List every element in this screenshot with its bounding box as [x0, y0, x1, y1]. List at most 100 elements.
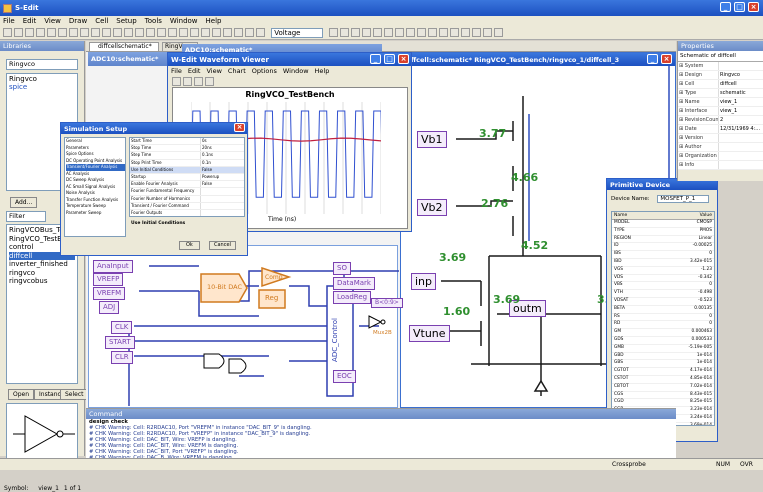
- cell-item[interactable]: ringvco: [9, 268, 35, 277]
- port-start[interactable]: START: [105, 336, 135, 349]
- adc-schematic[interactable]: [89, 246, 399, 409]
- tree-item[interactable]: DC Sweep Analysis: [66, 177, 105, 182]
- sim-tree[interactable]: General Parameters Spice Options DC Oper…: [64, 137, 126, 237]
- sim-property-value[interactable]: 0.1ns: [200, 152, 244, 159]
- label-icon[interactable]: [201, 28, 210, 37]
- tree-item[interactable]: AC Small Signal Analysis: [66, 183, 116, 189]
- cell-item-selected[interactable]: diffcell: [9, 251, 75, 260]
- tree-item[interactable]: Parameters: [66, 144, 89, 150]
- port-clk[interactable]: CLK: [111, 321, 133, 334]
- port-vb1[interactable]: Vb1: [417, 131, 447, 148]
- dropdown-icon[interactable]: [329, 28, 339, 37]
- port-datamark[interactable]: DataMark: [333, 277, 375, 290]
- sim-property-value[interactable]: [200, 188, 244, 195]
- port-loadreg[interactable]: LoadReg: [333, 291, 372, 304]
- wave-menu-edit[interactable]: Edit: [187, 67, 201, 75]
- menu-help[interactable]: Help: [205, 17, 222, 25]
- filter-select[interactable]: Filter: [6, 211, 46, 222]
- sim-property-value[interactable]: [200, 195, 244, 202]
- port-so[interactable]: SO: [333, 262, 351, 275]
- port-outm[interactable]: outm: [509, 300, 546, 317]
- wave-menu-view[interactable]: View: [206, 67, 222, 75]
- minimize-icon[interactable]: _: [647, 54, 658, 64]
- rotate-icon[interactable]: [362, 28, 372, 37]
- tree-item[interactable]: Transfer Function Analysis: [66, 196, 119, 202]
- property-value[interactable]: 2: [718, 116, 763, 124]
- sim-property-value[interactable]: False: [200, 181, 244, 188]
- pointer-icon[interactable]: [135, 28, 144, 37]
- property-value[interactable]: Ringvco: [718, 71, 763, 79]
- voltage-select[interactable]: Voltage: [271, 28, 324, 38]
- cell-item[interactable]: inverter_finished: [9, 260, 68, 268]
- property-value[interactable]: view_1: [718, 98, 763, 106]
- run-icon[interactable]: [223, 28, 232, 37]
- port-vtune[interactable]: Vtune: [409, 325, 450, 342]
- sim-cancel-button[interactable]: Cancel: [209, 241, 236, 250]
- save-icon[interactable]: [25, 28, 34, 37]
- property-row[interactable]: ⊞ Info: [678, 161, 763, 170]
- probe-icon[interactable]: [212, 28, 221, 37]
- menu-cell[interactable]: Cell: [95, 17, 109, 25]
- sim-property-value[interactable]: 0s: [200, 138, 244, 145]
- pop-icon[interactable]: [428, 28, 438, 37]
- stop-icon[interactable]: [234, 28, 243, 37]
- select-button[interactable]: Select: [60, 389, 89, 400]
- cell-list[interactable]: RingVCOBus_TestBench RingVCO_TestBench c…: [6, 224, 92, 384]
- menu-tools[interactable]: Tools: [144, 17, 162, 25]
- tool-icon[interactable]: [205, 77, 214, 86]
- property-value[interactable]: [718, 134, 763, 142]
- property-row[interactable]: ⊞ Author: [678, 143, 763, 152]
- close-icon[interactable]: ×: [748, 2, 759, 12]
- minimize-icon[interactable]: _: [720, 2, 731, 12]
- redo-icon[interactable]: [91, 28, 100, 37]
- paste-icon[interactable]: [69, 28, 78, 37]
- open-icon[interactable]: [14, 28, 23, 37]
- polygon-icon[interactable]: [157, 28, 166, 37]
- sim-property-row[interactable]: Fourier Outputs: [130, 210, 244, 216]
- zoom-out-icon[interactable]: [113, 28, 122, 37]
- text-icon[interactable]: [461, 28, 471, 37]
- port-eoc[interactable]: EOC: [333, 370, 356, 383]
- sim-property-row[interactable]: Transient / Fourier Command: [130, 202, 244, 211]
- print-icon[interactable]: [36, 28, 45, 37]
- maximize-icon[interactable]: □: [734, 2, 745, 12]
- library-item[interactable]: spice: [9, 83, 28, 91]
- property-row[interactable]: ⊞ System: [678, 62, 763, 71]
- tree-item[interactable]: Temperature Sweep: [66, 203, 106, 208]
- zoom-fit-icon[interactable]: [124, 28, 133, 37]
- sim-property-value[interactable]: 20ns: [200, 145, 244, 152]
- circle-icon[interactable]: [179, 28, 188, 37]
- port-vrefm[interactable]: VREFM: [93, 287, 126, 300]
- wave-menu-help[interactable]: Help: [314, 67, 330, 75]
- device-name-field[interactable]: MOSFET_P_1: [657, 195, 710, 203]
- menu-file[interactable]: File: [3, 17, 15, 25]
- sim-property-row[interactable]: Fourier Fundamental Frequency: [130, 188, 244, 196]
- menu-window[interactable]: Window: [169, 17, 198, 25]
- box-icon[interactable]: [146, 28, 155, 37]
- sim-property-value[interactable]: [200, 202, 244, 210]
- sim-property-value[interactable]: Powerup: [200, 174, 244, 181]
- port-inp[interactable]: inp: [411, 273, 437, 290]
- property-row[interactable]: ⊞ Organization: [678, 152, 763, 161]
- copy-icon[interactable]: [58, 28, 67, 37]
- tool-icon[interactable]: [172, 77, 181, 86]
- tree-item[interactable]: DC Operating Point Analysis: [66, 157, 123, 163]
- property-value[interactable]: [718, 161, 763, 169]
- cut-icon[interactable]: [47, 28, 56, 37]
- tool-icon[interactable]: [183, 77, 192, 86]
- add-library-button[interactable]: Add...: [10, 197, 38, 208]
- tree-item-selected[interactable]: Transient/Fourier Analysis: [66, 164, 125, 171]
- property-value[interactable]: view_1: [718, 107, 763, 115]
- arrow-icon[interactable]: [472, 28, 482, 37]
- ungroup-icon[interactable]: [406, 28, 416, 37]
